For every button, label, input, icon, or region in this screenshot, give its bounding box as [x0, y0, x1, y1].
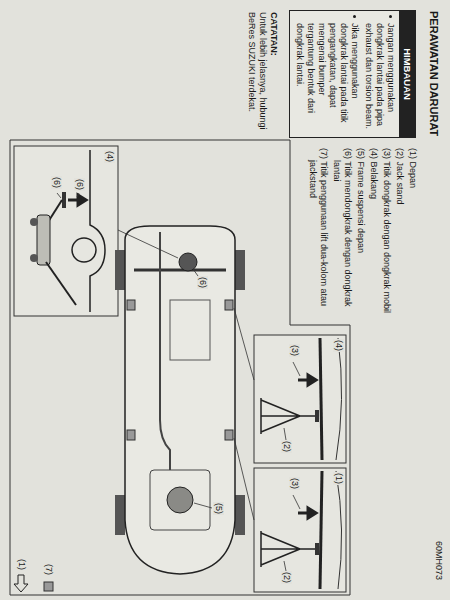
torsion-beam: [134, 269, 226, 272]
note: CATATAN:Untuk lebih jelasnya, hubungi Be…: [246, 12, 279, 137]
lift-point-key: [44, 582, 53, 591]
note-text: Untuk lebih jelasnya, hubungi BeRes SUZU…: [246, 12, 268, 137]
body-curve: [336, 338, 342, 460]
car-rear-side: [90, 150, 105, 312]
callout-number: (4): [333, 339, 344, 352]
exhaust-pipe: [160, 232, 170, 470]
part-name: (7) Titik penggunaan lift dua-kolom atau…: [307, 148, 329, 318]
sill-line: [320, 338, 322, 460]
sill-line: [320, 471, 322, 589]
callout-number: (3): [289, 344, 300, 357]
part-name: (4) Belakang: [368, 148, 379, 318]
note-heading: CATATAN:: [268, 12, 279, 137]
jack-stand: [261, 531, 315, 567]
callout-number: (2): [281, 571, 292, 584]
inset-frame: [254, 468, 346, 592]
page-title: PERAWATAN DARURAT: [427, 10, 440, 137]
lift-arrow: [298, 375, 316, 385]
jack-handle: [46, 262, 76, 305]
callout-number: (1): [16, 558, 27, 571]
callout-number: (5): [213, 502, 224, 515]
wheel: [115, 250, 125, 290]
callout-number: (1): [333, 472, 344, 485]
callout-number: (6): [197, 276, 208, 289]
jack-stand: [261, 398, 315, 434]
engine: [150, 470, 210, 530]
part-name: (2) Jack stand: [394, 148, 405, 318]
warning-text: Jika menggunakan dongkrak lantai pada ti…: [295, 23, 360, 123]
wheel: [235, 495, 245, 535]
rear-jack-point: [179, 253, 197, 271]
wheel: [115, 495, 125, 535]
figure-code: 60MH073: [433, 540, 444, 581]
floor-jack: [37, 215, 50, 265]
callout-number: (7): [43, 563, 54, 576]
bullet-item: Jika menggunakan dongkrak lantai pada ti…: [293, 11, 363, 137]
figure-frame: [10, 140, 350, 595]
lift-point: [225, 300, 233, 310]
front-suspension-frame: [167, 487, 193, 513]
leader-line: [57, 193, 79, 198]
part-name: (1) Depan: [407, 148, 418, 318]
callout-number: (4): [104, 150, 115, 163]
stand-saddle: [315, 543, 319, 555]
car-underbody: [125, 226, 235, 574]
inset-frame: [254, 335, 346, 463]
parts-list: (1) Depan(2) Jack stand(3) Titik dongkra…: [305, 148, 418, 318]
lift-point: [127, 430, 135, 440]
bullet-dot: [389, 15, 392, 18]
leader-line: [118, 230, 254, 520]
inset-frame: [14, 146, 118, 316]
part-name: (6) Titik mendongkrak dengan dongkrak la…: [331, 148, 353, 318]
warning-box: HIMBAUANJangan menggunakan dongkrak lant…: [289, 10, 416, 138]
part-name: (3) Titik dongkrak dengan dongkrak mobil: [381, 148, 392, 318]
bullet-dot: [353, 15, 356, 18]
part-name: (5) Frame suspensi depan: [355, 148, 366, 318]
jack-saddle: [62, 192, 66, 208]
warning-text: Jangan menggunakan dongkrak lantai pada …: [364, 23, 396, 129]
callout-number: (3): [289, 477, 300, 490]
body-curve: [336, 471, 342, 589]
lift-point: [127, 300, 135, 310]
callout-number: (2): [281, 440, 292, 453]
wheel: [235, 250, 245, 290]
stand-saddle: [315, 410, 319, 422]
fuel-tank: [170, 300, 210, 360]
lift-arrow: [298, 508, 316, 518]
front-arrow: [14, 575, 28, 592]
callout-number: (6): [74, 178, 85, 191]
rear-tire: [72, 238, 96, 262]
callout-number: (6): [51, 176, 62, 189]
bullet-item: Jangan menggunakan dongkrak lantai pada …: [363, 11, 400, 137]
lift-point: [225, 430, 233, 440]
leader-line: [284, 495, 300, 571]
jack-wheel: [30, 218, 38, 226]
jack-wheel: [30, 254, 38, 262]
leader-line: [284, 362, 300, 440]
box-heading: HIMBAUAN: [399, 11, 415, 137]
